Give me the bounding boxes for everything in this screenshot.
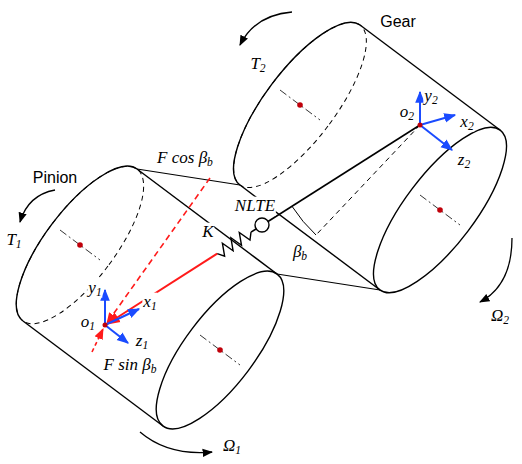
axis-label: z1 (135, 332, 149, 351)
line-of-action (251, 229, 256, 232)
center-dot (297, 102, 303, 108)
center-dot (77, 242, 83, 248)
center-line (280, 90, 320, 120)
cylinder-edge (16, 166, 137, 321)
axis-arrow (419, 92, 421, 125)
speed-symbol: Ω1 (222, 437, 242, 456)
center-line (200, 335, 240, 365)
axis-arrow (104, 290, 106, 325)
line-of-action (268, 125, 420, 222)
speed-arrow (480, 238, 512, 302)
cylinder-edge (360, 25, 500, 130)
origin-dot (418, 123, 423, 128)
axis-label: x1 (142, 293, 157, 312)
nlte-wave (259, 222, 271, 229)
center-dot (437, 207, 443, 213)
origin-dot (103, 323, 108, 328)
center-line (60, 90, 460, 365)
gear-cylinder (212, 4, 522, 311)
axis-label: z2 (457, 151, 471, 170)
torque-symbol: T1 (5, 231, 22, 250)
hidden-edge (0, 148, 165, 342)
part-name: Gear (379, 13, 417, 31)
axis-label: x2 (459, 113, 474, 132)
cylinder-edge (137, 169, 277, 274)
mesh-force-arrow (107, 254, 217, 324)
axis-arrow (420, 115, 455, 125)
angle-arc (292, 206, 316, 235)
center-line (420, 195, 460, 225)
stiffness-label: K (201, 223, 214, 242)
origin-label: o1 (80, 313, 96, 332)
axis-label: y2 (423, 87, 438, 106)
angle-label: βb (292, 243, 308, 262)
cylinder-face (135, 253, 305, 447)
force-label: F sin βb (103, 356, 158, 375)
cylinder-edge (23, 321, 163, 426)
speed-arrow (140, 432, 212, 453)
torque-symbol: T2 (249, 55, 266, 74)
hidden-edge (212, 4, 388, 206)
axis-arrow (105, 325, 128, 343)
cylinder-edge (234, 22, 360, 185)
center-line (60, 230, 100, 260)
center-dot (217, 347, 223, 353)
cylinder-face (352, 109, 522, 311)
action-plane-edge (277, 274, 380, 290)
nlte-source (255, 218, 269, 232)
error-label: NLTE (234, 197, 276, 216)
pinion-cylinder (0, 148, 305, 447)
mesh-spring (217, 232, 251, 256)
axis-label: y1 (87, 279, 102, 298)
part-name: Pinion (32, 169, 78, 187)
axis-arrow (420, 125, 452, 150)
action-plane-edge (137, 169, 240, 185)
force-label: F cos βb (156, 149, 214, 168)
rotation-arrow (20, 12, 512, 453)
angle-reference-line (316, 125, 420, 235)
center-dot (77, 102, 443, 353)
axis-arrow (105, 309, 139, 325)
origin-label: o2 (399, 103, 415, 122)
speed-symbol: Ω2 (490, 307, 510, 326)
torque-arrow (20, 190, 55, 222)
force-component-arrow (107, 178, 210, 323)
torque-arrow (240, 12, 292, 45)
